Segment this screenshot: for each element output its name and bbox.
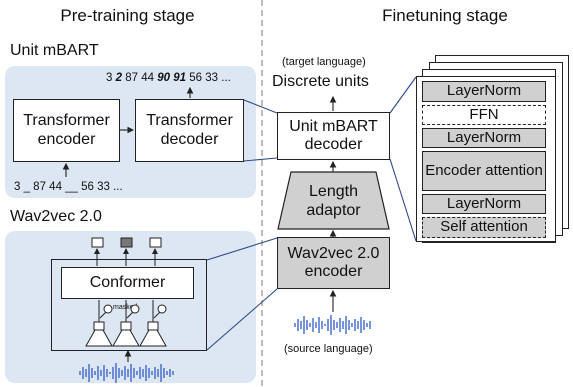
wav2vec-section-title: Wav2vec 2.0 <box>10 208 102 225</box>
stack-link-top <box>389 76 417 114</box>
source-waveform-icon <box>294 315 371 335</box>
output-token: 33 <box>205 72 219 84</box>
wav2vec-encoder-box: Wav2vec 2.0 encoder <box>277 237 390 289</box>
masked-label: masked <box>113 304 138 311</box>
transformer-encoder-box: Transformer encoder <box>13 99 120 162</box>
transformer-decoder-label: Transformer decoder <box>146 112 233 148</box>
length-adaptor-label: Length adaptor <box>306 183 361 220</box>
conformer-box: Conformer <box>61 267 194 299</box>
unit-mbart-input-tokens: 3 _ 87 44 __ 56 33 ... <box>14 181 123 193</box>
transformer-decoder-box: Transformer decoder <box>135 99 244 162</box>
unit-mbart-decoder-box: Unit mBART decoder <box>277 112 390 160</box>
stack-link-bottom <box>389 158 417 242</box>
layer-layernorm-bottom: LayerNorm <box>422 194 546 214</box>
wav2vec-encoder-label: Wav2vec 2.0 encoder <box>287 244 380 280</box>
layer-self-attention: Self attention <box>422 217 546 238</box>
unit-mbart-decoder-label: Unit mBART decoder <box>289 117 378 153</box>
transformer-encoder-label: Transformer encoder <box>23 112 110 148</box>
output-token: 91 <box>173 72 187 84</box>
output-token: 87 <box>125 72 139 84</box>
quantized-token-left <box>91 237 104 248</box>
decoder-link-top <box>243 99 278 114</box>
output-token: 3 <box>106 72 113 84</box>
wav2vec-link-top <box>206 237 278 261</box>
layer-layernorm-mid: LayerNorm <box>422 128 546 148</box>
wav2vec-link-bottom <box>206 288 278 351</box>
output-token: 90 <box>157 72 171 84</box>
decoder-link-bottom <box>243 157 278 162</box>
pretraining-stage-header: Pre-training stage <box>60 6 195 25</box>
layer-encoder-attention: Encoder attention <box>422 151 546 191</box>
unit-mbart-section-title: Unit mBART <box>10 42 99 59</box>
discrete-units-label: Discrete units <box>272 73 369 90</box>
layer-layernorm-top: LayerNorm <box>422 81 546 102</box>
quantizer-circles <box>103 304 167 314</box>
pretrain-waveform-icon <box>79 363 174 383</box>
conformer-label: Conformer <box>89 273 166 291</box>
finetuning-stage-header: Finetuning stage <box>382 6 508 25</box>
wav2vec-panel <box>5 231 256 383</box>
output-token: 44 <box>141 72 155 84</box>
cnn-feature-encoders <box>85 321 167 347</box>
unit-mbart-output-tokens: 3 2 87 44 90 91 56 33 ... <box>106 72 231 84</box>
source-language-label: (source language) <box>284 343 373 355</box>
decoder-layer-stack: LayerNorm FFN LayerNorm Encoder attentio… <box>416 76 556 242</box>
quantized-token-masked <box>120 237 133 248</box>
target-language-label: (target language) <box>282 56 366 68</box>
output-token: 2 <box>115 72 123 84</box>
output-token: ... <box>221 72 231 84</box>
quantized-token-right <box>149 237 162 248</box>
output-token: 56 <box>189 72 203 84</box>
layer-ffn: FFN <box>422 105 546 125</box>
